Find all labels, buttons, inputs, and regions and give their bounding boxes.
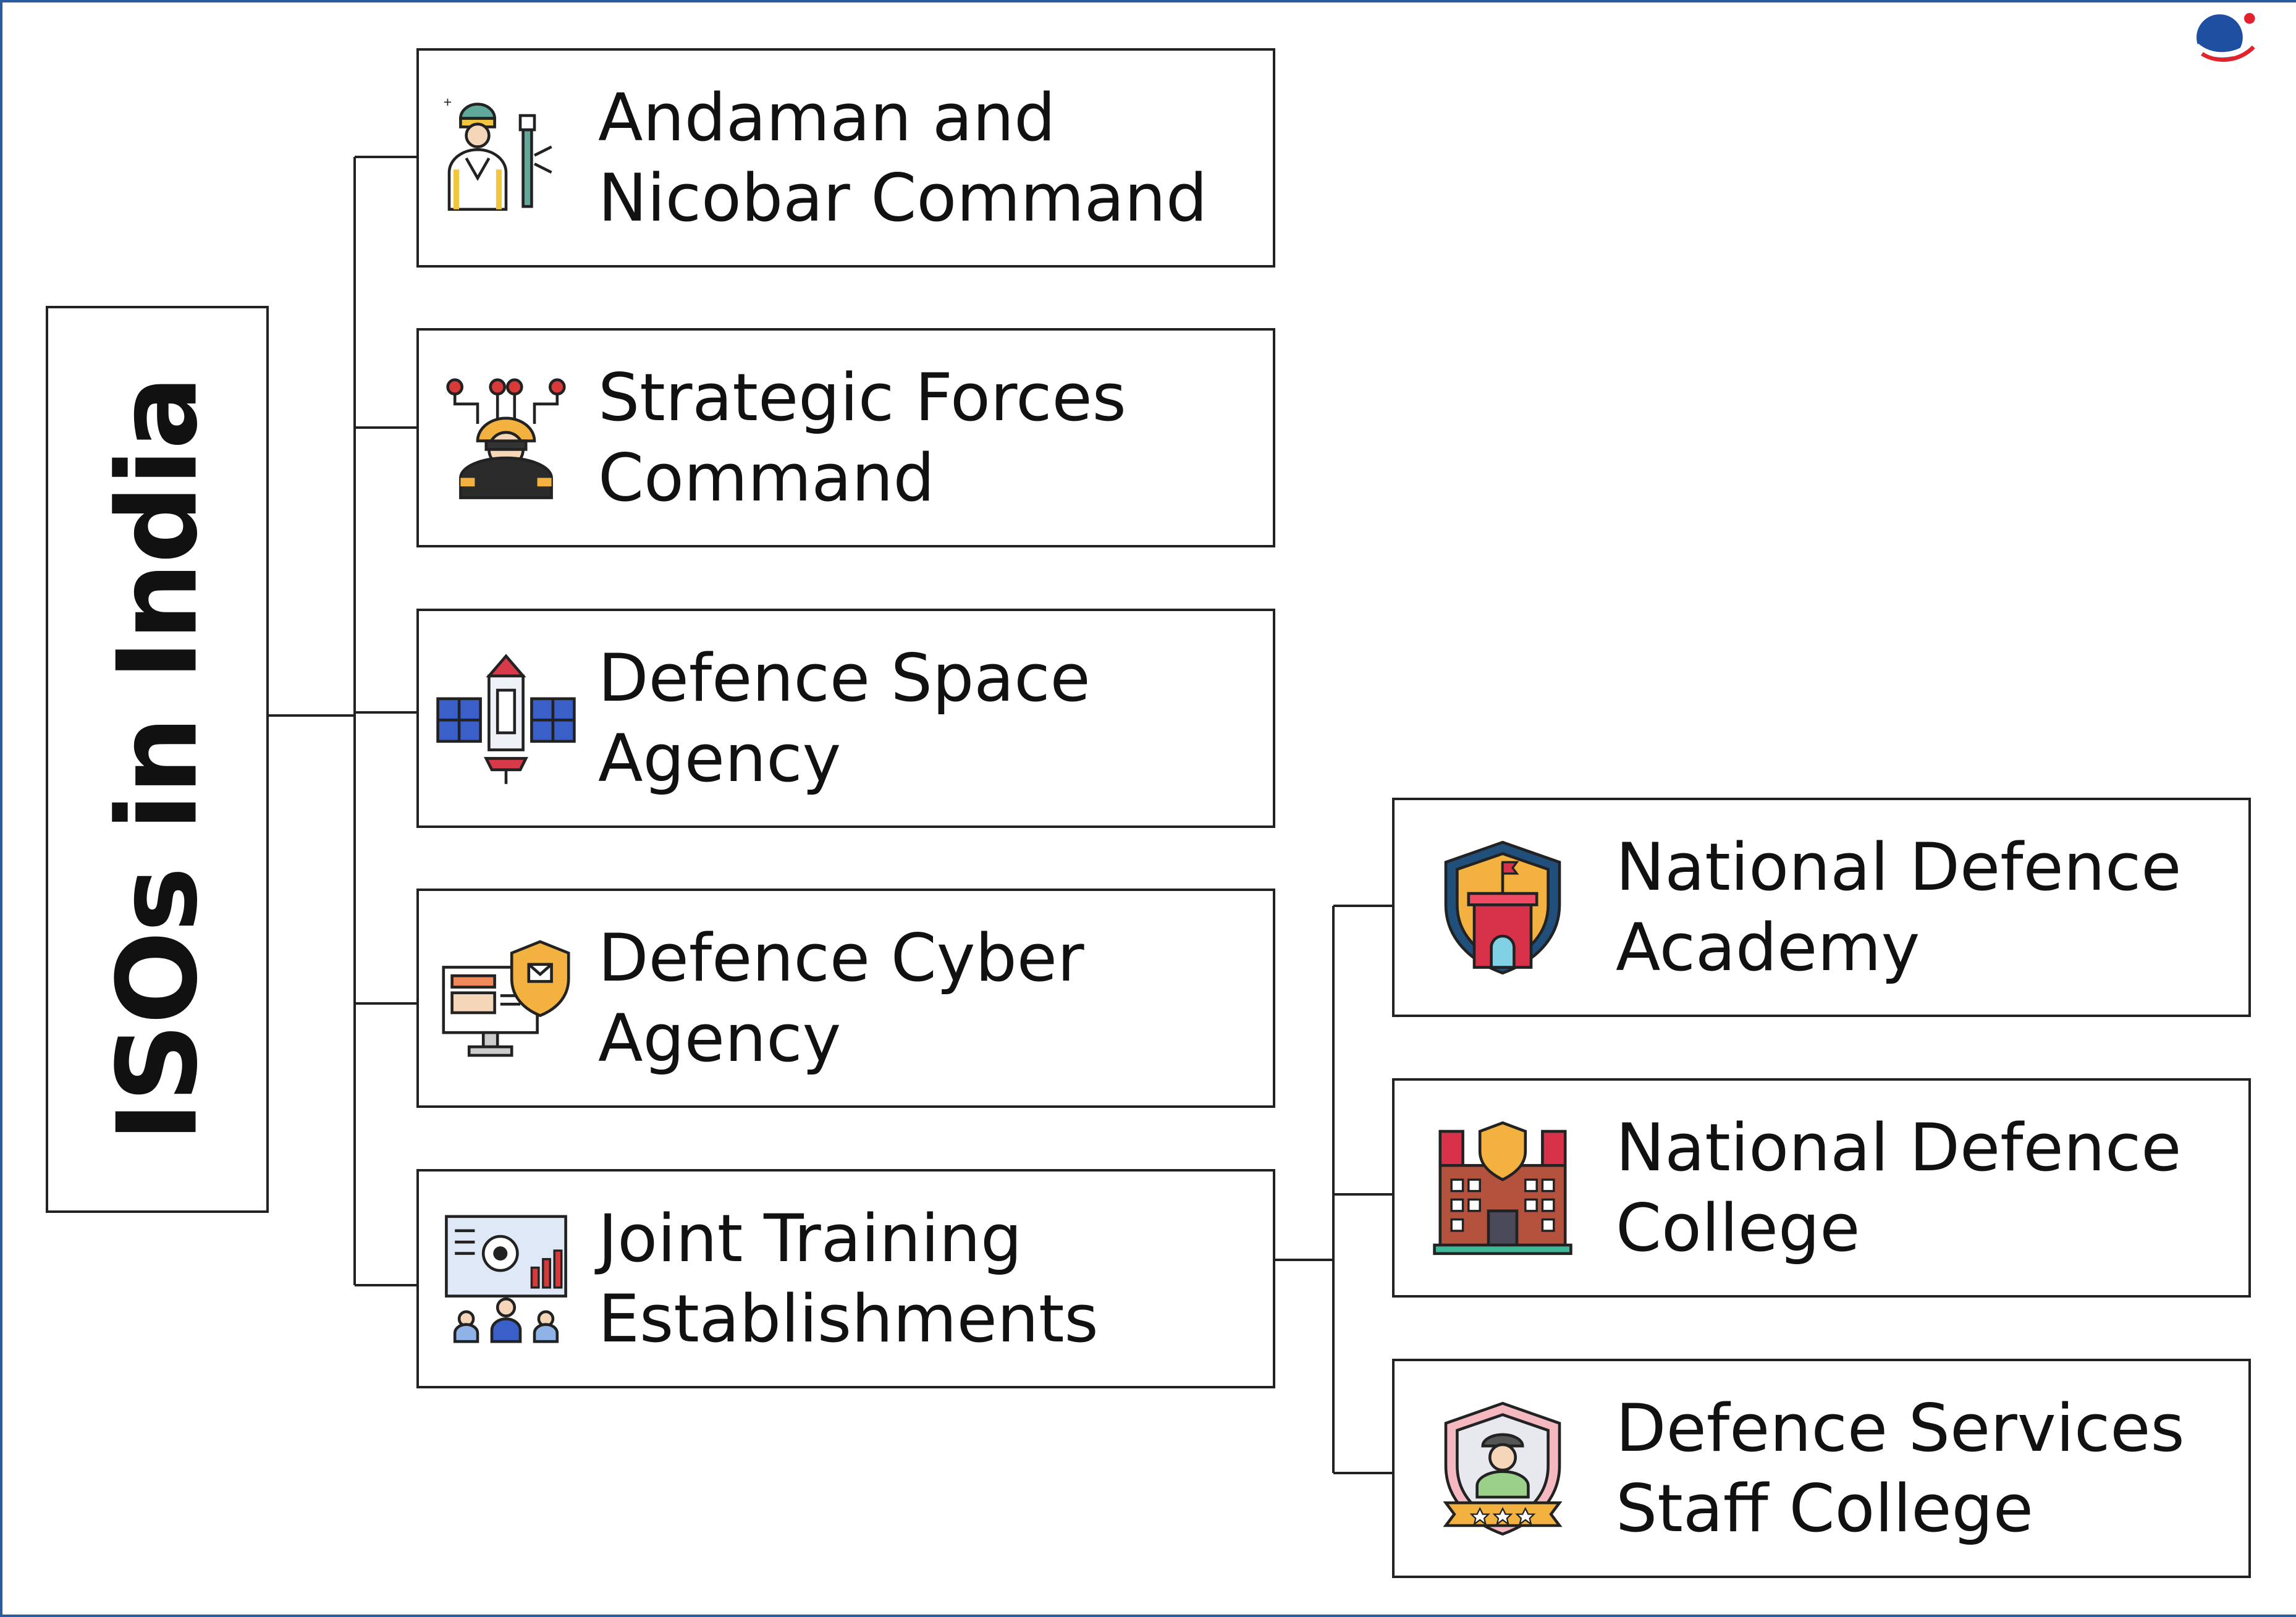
node-joint-training-establishments: Joint Training Establishments bbox=[416, 1169, 1275, 1388]
node-strategic-forces-command: Strategic Forces Command bbox=[416, 328, 1275, 547]
node-label: Defence Services Staff College bbox=[1616, 1388, 2185, 1549]
soldier-with-rifle-icon: + bbox=[444, 94, 552, 211]
officer-badge-icon bbox=[1443, 1401, 1563, 1535]
node-label-line2: College bbox=[1616, 1189, 1860, 1266]
node-label: Joint Training Establishments bbox=[598, 1199, 1099, 1359]
node-label-line1: Defence Space bbox=[598, 640, 1091, 716]
node-label-line2: Staff College bbox=[1616, 1470, 2034, 1547]
node-label: Defence Cyber Agency bbox=[598, 918, 1084, 1079]
node-label-line2: Command bbox=[598, 439, 935, 516]
node-label-line1: Strategic Forces bbox=[598, 359, 1126, 436]
node-label-line2: Agency bbox=[598, 1000, 842, 1076]
node-label-line2: Agency bbox=[598, 720, 842, 796]
commander-network-icon bbox=[446, 378, 566, 499]
node-label: Strategic Forces Command bbox=[598, 358, 1126, 518]
node-label-line1: National Defence bbox=[1616, 829, 2182, 905]
academy-shield-icon bbox=[1444, 840, 1561, 974]
node-label-line1: Joint Training bbox=[598, 1200, 1023, 1277]
cyber-security-computer-icon bbox=[442, 940, 570, 1057]
node-label-line2: Academy bbox=[1616, 909, 1920, 986]
node-label-line2: Nicobar Command bbox=[598, 159, 1208, 236]
node-label: National Defence Academy bbox=[1616, 827, 2181, 988]
college-building-icon bbox=[1433, 1121, 1572, 1255]
node-label-line2: Establishments bbox=[598, 1280, 1099, 1357]
node-label: Defence Space Agency bbox=[598, 638, 1091, 799]
title-box: ISOs in India bbox=[46, 306, 269, 1213]
brand-logo-icon bbox=[2195, 13, 2256, 62]
node-andaman-nicobar-command: + Andaman and Nicobar Command bbox=[416, 48, 1275, 268]
node-national-defence-college: National Defence College bbox=[1392, 1078, 2251, 1298]
node-defence-cyber-agency: Defence Cyber Agency bbox=[416, 889, 1275, 1108]
node-national-defence-academy: National Defence Academy bbox=[1392, 798, 2251, 1017]
node-defence-space-agency: Defence Space Agency bbox=[416, 609, 1275, 828]
diagram-title: ISOs in India bbox=[93, 376, 221, 1142]
node-label: National Defence College bbox=[1616, 1108, 2181, 1269]
node-label-line1: Defence Cyber bbox=[598, 919, 1084, 996]
node-label-line1: Defence Services bbox=[1616, 1390, 2185, 1466]
node-label-line1: Andaman and bbox=[598, 79, 1056, 156]
svg-text:+: + bbox=[444, 94, 452, 110]
satellite-icon bbox=[436, 653, 576, 784]
node-defence-services-staff-college: Defence Services Staff College bbox=[1392, 1359, 2251, 1578]
node-label: Andaman and Nicobar Command bbox=[598, 78, 1207, 239]
node-label-line1: National Defence bbox=[1616, 1109, 2182, 1186]
training-presentation-icon bbox=[445, 1215, 567, 1343]
